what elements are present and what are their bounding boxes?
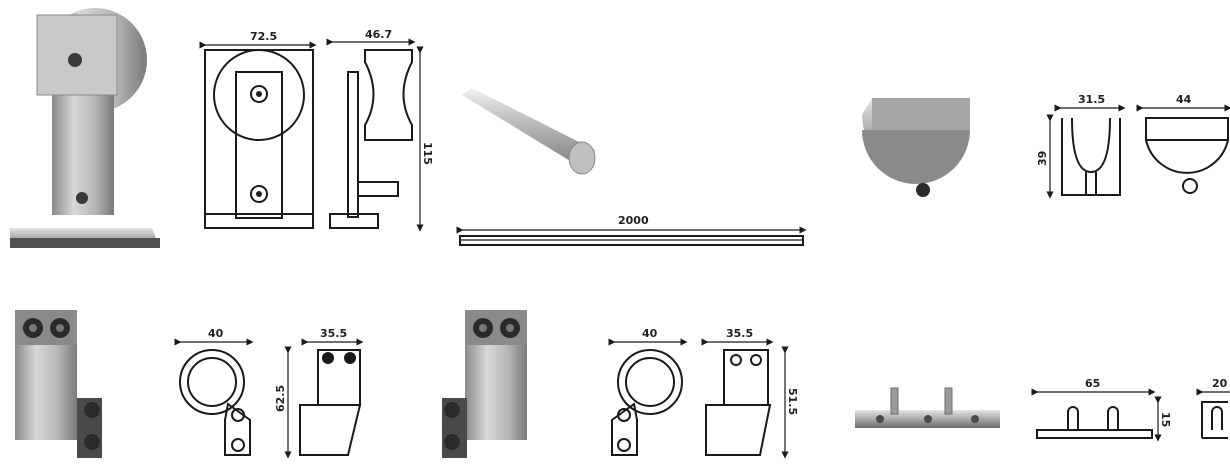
dim-bracket-b-width: 40: [642, 327, 658, 340]
dim-bracket-b-height: 51.5: [786, 388, 799, 415]
hanger-wheel-icon: [10, 8, 160, 248]
hanger-side-drawing: 46.7 115: [326, 28, 434, 232]
dim-bracket-a-width: 40: [208, 327, 224, 340]
hanger-front-drawing: 72.5: [199, 30, 317, 229]
floor-guide-side-drawing: 20: [1196, 377, 1230, 439]
dim-bracket-b-depth: 35.5: [726, 327, 753, 340]
floor-guide-front-drawing: 65 15: [1031, 377, 1172, 442]
bracket-b-front-drawing: 40: [608, 327, 688, 456]
end-stop-front-drawing: 31.5 39: [1036, 93, 1126, 199]
wall-bracket-icon: [15, 310, 102, 458]
bracket-a-side-drawing: 35.5 62.5: [274, 327, 364, 459]
dim-endstop-width: 31.5: [1078, 93, 1105, 106]
round-rail-icon: [462, 88, 596, 175]
dim-hanger-depth: 46.7: [365, 28, 392, 41]
dim-bracket-a-height: 62.5: [274, 385, 287, 412]
dim-guide-height: 15: [1159, 412, 1172, 427]
dim-hanger-height: 115: [421, 142, 434, 165]
dim-endstop-depth: 44: [1176, 93, 1192, 106]
dim-rail-length: 2000: [618, 214, 649, 227]
end-stop-side-drawing: 44: [1136, 93, 1230, 194]
rail-drawing: 2000: [456, 214, 807, 246]
dim-guide-width: 20: [1212, 377, 1228, 390]
bracket-a-front-drawing: 40: [174, 327, 254, 456]
bracket-b-side-drawing: 35.5 51.5: [701, 327, 799, 459]
dim-bracket-a-depth: 35.5: [320, 327, 347, 340]
floor-guide-icon: [855, 387, 1000, 428]
wall-bracket-icon: [442, 310, 527, 458]
dim-hanger-width: 72.5: [250, 30, 277, 43]
dim-guide-length: 65: [1085, 377, 1100, 390]
end-stop-icon: [862, 98, 970, 197]
dim-endstop-height: 39: [1036, 151, 1049, 166]
